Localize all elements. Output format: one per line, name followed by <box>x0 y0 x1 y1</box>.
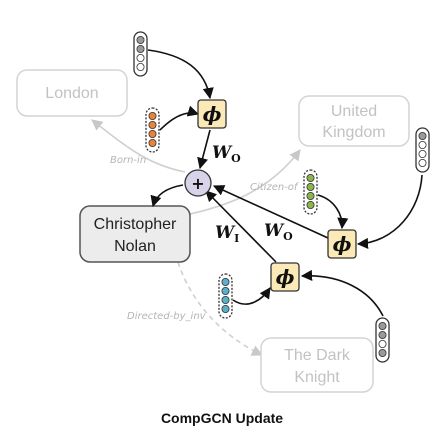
edge-directed-by <box>177 261 264 356</box>
weight-w-i: WI <box>215 223 239 245</box>
edge-citizen-of <box>189 149 301 215</box>
phi-symbol-top: ϕ <box>203 102 222 126</box>
relation-label-citizen-of: Citizen-of <box>250 182 299 193</box>
node-the-dark-knight: The Dark Knight <box>260 337 374 393</box>
plus-symbol: + <box>191 174 204 193</box>
phi-operator-top: ϕ <box>197 99 227 129</box>
relation-label-born-in: Born-in <box>110 155 146 166</box>
edge-born-in <box>91 119 186 173</box>
node-london-label: London <box>45 85 98 102</box>
arrow-london-to-phi <box>147 49 214 100</box>
embedding-citizen-of <box>303 169 318 215</box>
arrow-tdk-to-phi <box>300 269 384 317</box>
arrow-citizen-of-to-phi <box>317 194 349 230</box>
embedding-born-in <box>145 107 160 153</box>
node-christopher-nolan-line1: Christopher <box>94 216 177 233</box>
arrow-phi-top-to-plus <box>197 129 211 170</box>
diagram-caption: CompGCN Update <box>161 410 283 426</box>
message-arrows <box>147 49 423 317</box>
node-united-kingdom: United Kingdom <box>298 95 410 147</box>
arrow-phi-bottom-to-plus <box>205 190 277 263</box>
embedding-united-kingdom <box>415 127 430 173</box>
node-christopher-nolan-line2: Nolan <box>114 238 156 255</box>
phi-operator-bottom: ϕ <box>270 262 300 292</box>
phi-symbol-bottom: ϕ <box>276 265 295 289</box>
node-christopher-nolan: Christopher Nolan <box>79 205 191 263</box>
embedding-directed-by <box>218 273 233 319</box>
embedding-london <box>133 31 148 77</box>
phi-symbol-mid: ϕ <box>333 232 352 256</box>
phi-operator-mid: ϕ <box>327 229 357 259</box>
node-united-kingdom-line1: United <box>331 103 377 120</box>
arrow-born-in-to-phi <box>159 105 200 131</box>
ghost-edges <box>91 119 301 356</box>
arrow-phi-mid-to-plus <box>212 185 329 239</box>
arrow-uk-to-phi <box>356 174 423 250</box>
aggregation-plus: + <box>184 169 212 197</box>
relation-label-directed-by-inv: Directed-by_inv <box>127 311 207 322</box>
node-the-dark-knight-line1: The Dark <box>284 347 351 364</box>
node-london: London <box>16 69 128 117</box>
weight-w-o-mid: WO <box>264 221 293 243</box>
node-the-dark-knight-line2: Knight <box>294 369 340 386</box>
arrow-plus-to-nolan <box>150 184 184 208</box>
node-united-kingdom-line2: Kingdom <box>322 124 385 141</box>
arrow-directed-by-to-phi <box>232 287 271 305</box>
weight-w-o-top: WO <box>212 143 241 165</box>
embedding-the-dark-knight <box>375 317 390 363</box>
